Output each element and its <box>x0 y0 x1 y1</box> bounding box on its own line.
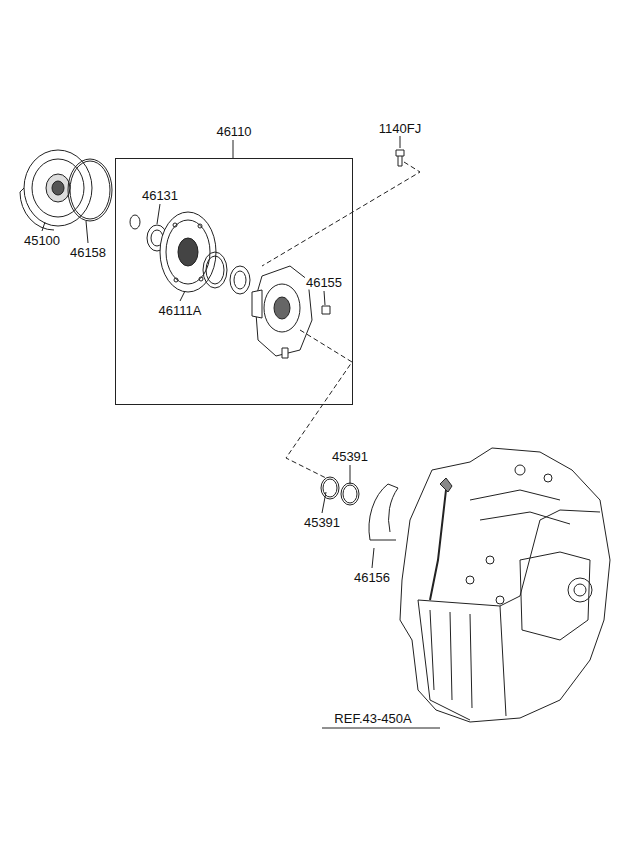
pin <box>322 306 330 314</box>
callout-number: 45100 <box>23 233 61 248</box>
pump-cover <box>160 212 216 292</box>
assembly-guide <box>262 162 420 478</box>
gasket <box>369 484 398 540</box>
seal-ring <box>341 483 359 505</box>
callout-number: 45391 <box>331 449 369 464</box>
callout-number: 46131 <box>141 188 179 203</box>
callout-number: 46110 <box>216 124 251 139</box>
transmission-case <box>400 448 610 722</box>
pump-gear <box>203 252 227 288</box>
callout-number: 46155 <box>305 275 343 290</box>
pump-gear <box>230 266 250 294</box>
callout-number: 46111A <box>158 303 203 318</box>
bolt <box>396 150 404 166</box>
callout-number: 46156 <box>353 570 391 585</box>
callout-number: 45391 <box>303 515 341 530</box>
o-ring <box>68 159 112 221</box>
callout-number: 46158 <box>69 245 107 260</box>
seal-ring <box>321 477 339 499</box>
callout-number: REF.43-450A <box>333 711 412 726</box>
pin <box>282 348 288 358</box>
pump-body <box>252 266 312 356</box>
leader-lines <box>42 136 456 728</box>
callout-number: 1140FJ <box>378 121 422 136</box>
bushing <box>130 215 140 229</box>
